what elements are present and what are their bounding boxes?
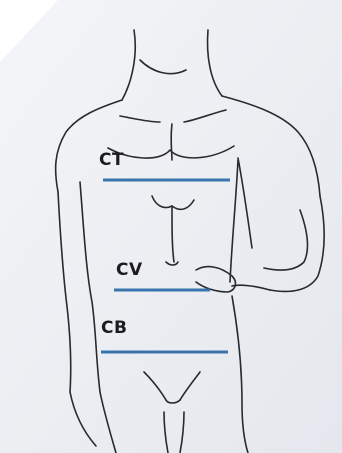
sternum	[171, 124, 172, 160]
hip-label: CB	[101, 320, 127, 337]
chest-label: CT	[99, 152, 124, 169]
waist-label: CV	[116, 262, 143, 279]
